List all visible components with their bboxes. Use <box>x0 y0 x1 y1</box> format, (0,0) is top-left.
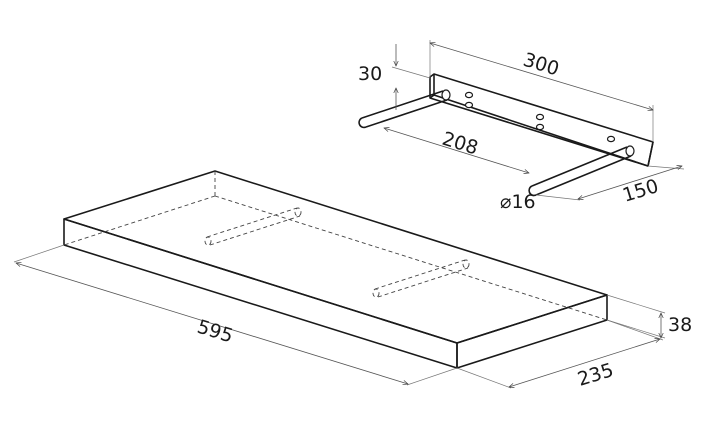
hidden-rod-bore-left <box>204 207 302 246</box>
shelf-end-face <box>456 294 608 369</box>
screw-hole <box>464 91 474 99</box>
shelf-hidden-edge <box>63 195 216 246</box>
dimension-rod-length: 208 <box>384 128 529 173</box>
label-shelf-length: 595 <box>195 316 236 348</box>
label-bracket-height: 30 <box>358 63 382 85</box>
label-bracket-length: 300 <box>521 49 562 81</box>
dimension-shelf-depth: 235 <box>456 319 664 391</box>
screw-hole <box>535 113 545 121</box>
label-rod-length: 208 <box>440 128 481 160</box>
label-rod-diameter: ⌀16 <box>500 191 536 213</box>
hidden-rod-bore-right <box>372 259 470 298</box>
shelf-hidden-edge <box>214 195 608 321</box>
label-bracket-depth: 150 <box>620 175 661 207</box>
shelf-front-face <box>63 218 458 369</box>
screw-hole <box>606 135 616 143</box>
screw-hole <box>535 123 545 131</box>
screw-hole <box>464 101 474 109</box>
label-shelf-thickness: 38 <box>668 314 692 336</box>
dimension-shelf-length: 595 <box>13 244 458 386</box>
mounting-bracket <box>358 73 654 197</box>
dimension-shelf-thickness: 38 <box>606 294 692 338</box>
dimension-bracket-height: 30 <box>358 44 431 110</box>
bracket-rod-right <box>528 145 635 197</box>
